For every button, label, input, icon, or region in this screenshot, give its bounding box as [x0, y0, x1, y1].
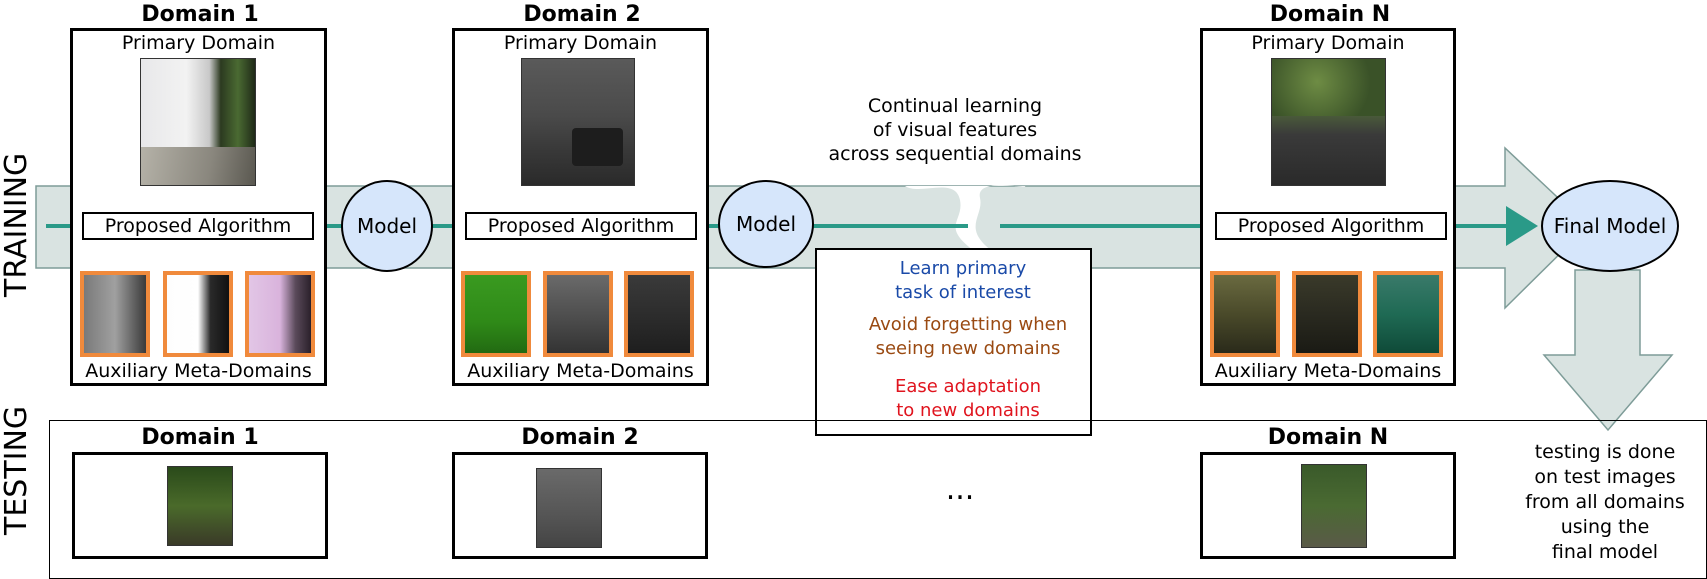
train-domain-n-aux-image-2	[1292, 271, 1362, 357]
train-domain-1-aux-image-1	[80, 271, 150, 357]
test-domain-1-title: Domain 1	[141, 425, 259, 450]
final-model: Final Model	[1541, 180, 1679, 272]
train-domain-n-title: Domain N	[1269, 2, 1391, 27]
train-domain-2-aux-image-1	[461, 271, 531, 357]
legend-learn-line-1: Learn primary	[899, 258, 1027, 279]
continual-text-3: across sequential domains	[828, 143, 1082, 165]
test-domain-n-title: Domain N	[1267, 425, 1389, 450]
train-domain-2-aux-image-3	[624, 271, 694, 357]
train-domain-n-algorithm: Proposed Algorithm	[1215, 212, 1447, 240]
train-domain-2-title: Domain 2	[523, 2, 641, 27]
legend-avoid-line-2: seeing new domains	[875, 338, 1061, 359]
test-domain-2-image	[536, 468, 602, 548]
train-domain-1-aux-image-3	[245, 271, 315, 357]
legend-learn-line-2: task of interest	[895, 282, 1031, 303]
test-domain-1-image	[167, 466, 233, 546]
test-domain-n-image	[1301, 464, 1367, 548]
train-domain-1-title: Domain 1	[141, 2, 259, 27]
continual-text-2: of visual features	[872, 119, 1038, 141]
training-label: TRAINING	[0, 152, 34, 297]
ellipsis: ...	[945, 472, 975, 507]
legend-ease-line-2: to new domains	[896, 400, 1040, 421]
model-1: Model	[341, 180, 433, 272]
train-domain-n-primary-image	[1271, 58, 1386, 186]
train-domain-1-primary-label: Primary Domain	[121, 32, 276, 54]
train-domain-2-aux-image-2	[543, 271, 613, 357]
train-domain-1-algorithm: Proposed Algorithm	[82, 212, 314, 240]
legend-avoid-line-1: Avoid forgetting when	[868, 314, 1068, 335]
train-domain-1-aux-label: Auxiliary Meta-Domains	[85, 360, 312, 382]
testing-note-2: on test images	[1534, 466, 1676, 488]
legend-ease-line-1: Ease adaptation	[894, 376, 1042, 397]
continual-text-1: Continual learning	[867, 95, 1043, 117]
testing-note-1: testing is done	[1534, 441, 1676, 463]
train-domain-n-aux-label: Auxiliary Meta-Domains	[1214, 360, 1442, 382]
down-band-arrow	[1542, 269, 1674, 432]
train-domain-2-primary-image	[521, 58, 635, 186]
train-domain-n-primary-label: Primary Domain	[1251, 32, 1405, 54]
train-domain-2-aux-label: Auxiliary Meta-Domains	[467, 360, 694, 382]
train-domain-2-primary-label: Primary Domain	[503, 32, 658, 54]
testing-note-3: from all domains	[1525, 491, 1685, 513]
test-domain-2-title: Domain 2	[521, 425, 639, 450]
train-domain-1-primary-image	[140, 58, 256, 186]
testing-label: TESTING	[0, 405, 34, 535]
testing-note-5: final model	[1551, 541, 1659, 563]
train-domain-2-algorithm: Proposed Algorithm	[465, 212, 697, 240]
train-domain-n-aux-image-3	[1373, 271, 1443, 357]
testing-note-4: using the	[1560, 516, 1650, 538]
model-2: Model	[718, 180, 814, 268]
legend-box	[815, 248, 1092, 436]
train-domain-1-aux-image-2	[163, 271, 233, 357]
train-domain-n-aux-image-1	[1210, 271, 1280, 357]
